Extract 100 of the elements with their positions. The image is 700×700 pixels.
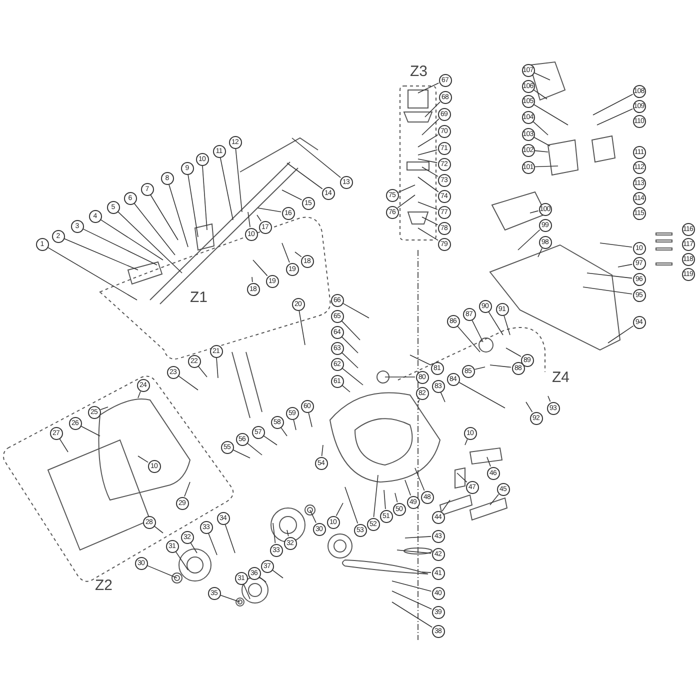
leader-line <box>310 510 316 524</box>
leader-line <box>336 502 344 516</box>
leader-line <box>235 148 242 212</box>
leader-line <box>168 184 188 248</box>
leader-line <box>80 426 100 436</box>
leader-line <box>100 406 108 410</box>
leader-line <box>596 108 634 126</box>
leader-line <box>263 436 278 446</box>
leader-line <box>150 194 178 240</box>
leader-line <box>414 468 425 491</box>
leader-line <box>342 303 370 318</box>
leader-line <box>518 229 540 250</box>
leader-line <box>582 286 632 294</box>
leader-line <box>586 272 632 279</box>
leader-line <box>397 194 416 208</box>
leader-line <box>82 228 158 266</box>
leader-line <box>384 490 386 510</box>
leader-line <box>418 158 438 164</box>
leader-line <box>373 474 378 518</box>
leader-line <box>48 247 138 300</box>
leader-line <box>216 358 218 378</box>
leader-line <box>252 260 268 276</box>
leader-line <box>342 368 364 386</box>
leader-line <box>532 121 548 136</box>
leader-line <box>344 486 358 524</box>
leader-line <box>534 150 548 152</box>
leader-line <box>398 184 416 193</box>
leader-line <box>418 134 438 148</box>
leader-line <box>286 162 323 190</box>
leader-line <box>384 376 416 378</box>
leader-line <box>534 104 568 126</box>
leader-line <box>422 166 438 177</box>
leader-line <box>248 212 250 228</box>
leader-line <box>490 364 512 368</box>
leader-line <box>258 208 282 212</box>
leader-line <box>292 138 341 178</box>
leader-line <box>202 166 208 230</box>
leader-line <box>396 550 432 554</box>
leader-line <box>534 72 550 80</box>
zone-label: Z4 <box>552 370 570 386</box>
leader-line <box>418 82 440 94</box>
leader-line <box>464 439 468 446</box>
leader-line <box>175 551 188 570</box>
leader-line <box>442 500 450 512</box>
leader-line <box>490 494 499 506</box>
leader-line <box>208 533 218 556</box>
leader-line <box>538 248 542 258</box>
leader-line <box>184 482 190 497</box>
leader-line <box>486 456 491 467</box>
leader-line <box>506 348 522 357</box>
leader-line <box>243 584 250 600</box>
leader-line <box>282 242 290 263</box>
leader-line <box>422 572 432 573</box>
leader-line <box>198 366 208 378</box>
leader-line <box>440 392 446 402</box>
leader-line <box>272 570 284 578</box>
leader-line <box>64 238 138 270</box>
leader-line <box>342 352 358 368</box>
leader-line <box>456 472 468 483</box>
leader-line <box>592 94 634 116</box>
leader-line <box>280 427 288 436</box>
leader-line <box>533 90 548 100</box>
leader-line <box>220 157 234 220</box>
leader-line <box>342 385 350 392</box>
leader-line <box>298 310 306 346</box>
leader-line <box>282 190 302 200</box>
leader-line <box>341 320 360 340</box>
leader-line <box>286 530 289 537</box>
leader-line <box>424 102 440 118</box>
leader-line <box>392 580 432 592</box>
leader-line <box>138 456 148 463</box>
leader-line <box>308 412 312 428</box>
leader-line <box>118 211 182 274</box>
leader-line <box>422 118 440 136</box>
zone-label: Z3 <box>410 64 428 80</box>
leader-line <box>59 438 68 452</box>
leader-line <box>220 594 240 602</box>
leader-line <box>418 149 438 156</box>
leader-line <box>526 402 533 412</box>
leader-line <box>504 315 510 336</box>
leader-line <box>392 602 432 628</box>
leader-line <box>259 576 266 582</box>
leader-line <box>232 450 250 458</box>
leader-line <box>247 442 262 456</box>
leader-line <box>178 376 198 390</box>
leader-line <box>294 252 302 258</box>
leader-line <box>404 480 411 496</box>
leader-line <box>472 320 484 342</box>
leader-line <box>154 526 164 534</box>
leader-line <box>534 136 550 146</box>
leader-line <box>404 536 432 538</box>
leader-line <box>321 444 324 456</box>
leader-line <box>418 399 420 404</box>
leader-line <box>548 396 551 402</box>
leader-line <box>457 326 480 352</box>
leader-line <box>410 354 432 366</box>
leader-line <box>190 542 198 554</box>
leader-line <box>488 312 504 336</box>
leader-line <box>418 176 439 192</box>
leader-line <box>618 264 633 268</box>
